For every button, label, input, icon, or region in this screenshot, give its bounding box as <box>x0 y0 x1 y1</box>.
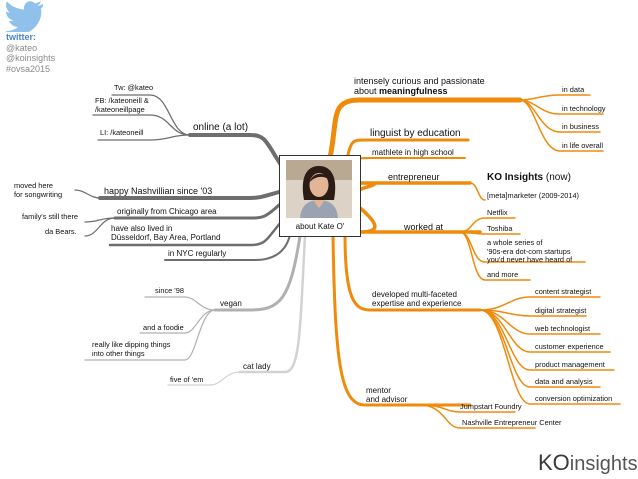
mathlete-node-label: mathlete in high school <box>372 148 454 157</box>
twitter-hashtag[interactable]: #ovsa2015 <box>6 63 51 74</box>
worked-node-label: worked at <box>404 222 444 232</box>
cat-child: five of 'em <box>170 375 204 384</box>
ko-insights-logo: KOinsights <box>538 450 638 476</box>
expertise-child: digital strategist <box>535 306 587 315</box>
twitter-handle[interactable]: @koinsights <box>6 53 56 63</box>
mentor-child-nec: Nashville Entrepreneur Center <box>462 418 562 427</box>
online-child-linkedin: LI: /kateoneill <box>100 128 144 137</box>
worked-child-netflix: Netflix <box>487 208 508 217</box>
center-label: about Kate O' <box>295 222 345 231</box>
center-node: about Kate O' <box>279 155 361 237</box>
linguist-node-label: linguist by education <box>370 128 461 139</box>
logo-part-ko: KO <box>538 450 570 475</box>
curious-label-prefix: intensely curious and passionate about <box>354 76 485 97</box>
worked-child-toshiba: Toshiba <box>487 224 513 233</box>
lived-node-label: have also lived in Düsseldorf, Bay Area,… <box>111 224 221 243</box>
mentor-node-label: mentor and advisor <box>366 386 408 405</box>
curious-child-data: in data <box>562 85 585 94</box>
nashville-node-label: happy Nashvillian since '03 <box>104 186 213 196</box>
worked-child-more: and more <box>487 270 519 279</box>
chicago-note-family: family's still there <box>22 212 79 221</box>
logo-part-insights: insights <box>569 453 638 475</box>
nyc-node-label: in NYC regularly <box>168 249 227 258</box>
online-child-facebook: FB: /kateoneill & /kateoneillpage <box>95 96 149 114</box>
twitter-heading: twitter: <box>6 32 36 42</box>
chicago-note-bears: da Bears. <box>45 227 77 236</box>
vegan-child-foodie: and a foodie <box>143 323 184 332</box>
nashville-note: moved here for songwriting <box>14 181 63 199</box>
expertise-child: web technologist <box>535 324 591 333</box>
expertise-child: conversion optimization <box>535 394 613 403</box>
chicago-node-label: originally from Chicago area <box>117 207 217 216</box>
curious-child-life: in life overall <box>562 141 604 150</box>
online-node-label: online (a lot) <box>193 122 249 133</box>
curious-node-label: intensely curious and passionate about m… <box>354 76 485 97</box>
twitter-bird-icon <box>5 1 44 32</box>
cat-node-label: cat lady <box>243 362 271 371</box>
company-name-suffix: (now) <box>543 172 571 183</box>
vegan-child-dipping: really like dipping things into other th… <box>92 340 171 358</box>
curious-label-bold: meaningfulness <box>379 86 448 97</box>
expertise-child: product management <box>535 360 605 369</box>
entrepreneur-past: [meta]marketer (2009-2014) <box>487 191 580 200</box>
worked-child-startups: a whole series of '90s-era dot-com start… <box>487 238 573 265</box>
company-name-bold: KO Insights <box>487 172 544 183</box>
expertise-node-label: developed multi-faceted expertise and ex… <box>372 290 462 309</box>
vegan-node-label: vegan <box>220 299 242 308</box>
twitter-handle[interactable]: @kateo <box>6 42 38 53</box>
curious-child-technology: in technology <box>562 104 606 113</box>
entrepreneur-node-label: entrepreneur <box>388 172 440 182</box>
twitter-handles: twitter: @kateo @koinsights #ovsa2015 <box>6 32 55 74</box>
portrait-photo <box>286 160 352 218</box>
expertise-child: customer experience <box>535 342 604 351</box>
mentor-child-jumpstart: Jumpstart Foundry <box>460 402 522 411</box>
vegan-child-since: since '98 <box>155 286 184 295</box>
entrepreneur-company: KO Insights (now) <box>487 172 571 184</box>
expertise-child: content strategist <box>535 287 592 296</box>
curious-child-business: in business <box>562 122 599 131</box>
online-child-twitter: Tw: @kateo <box>114 83 154 92</box>
twitter-block: twitter: @kateo @koinsights #ovsa2015 <box>3 0 78 75</box>
expertise-child: data and analysis <box>535 377 593 386</box>
